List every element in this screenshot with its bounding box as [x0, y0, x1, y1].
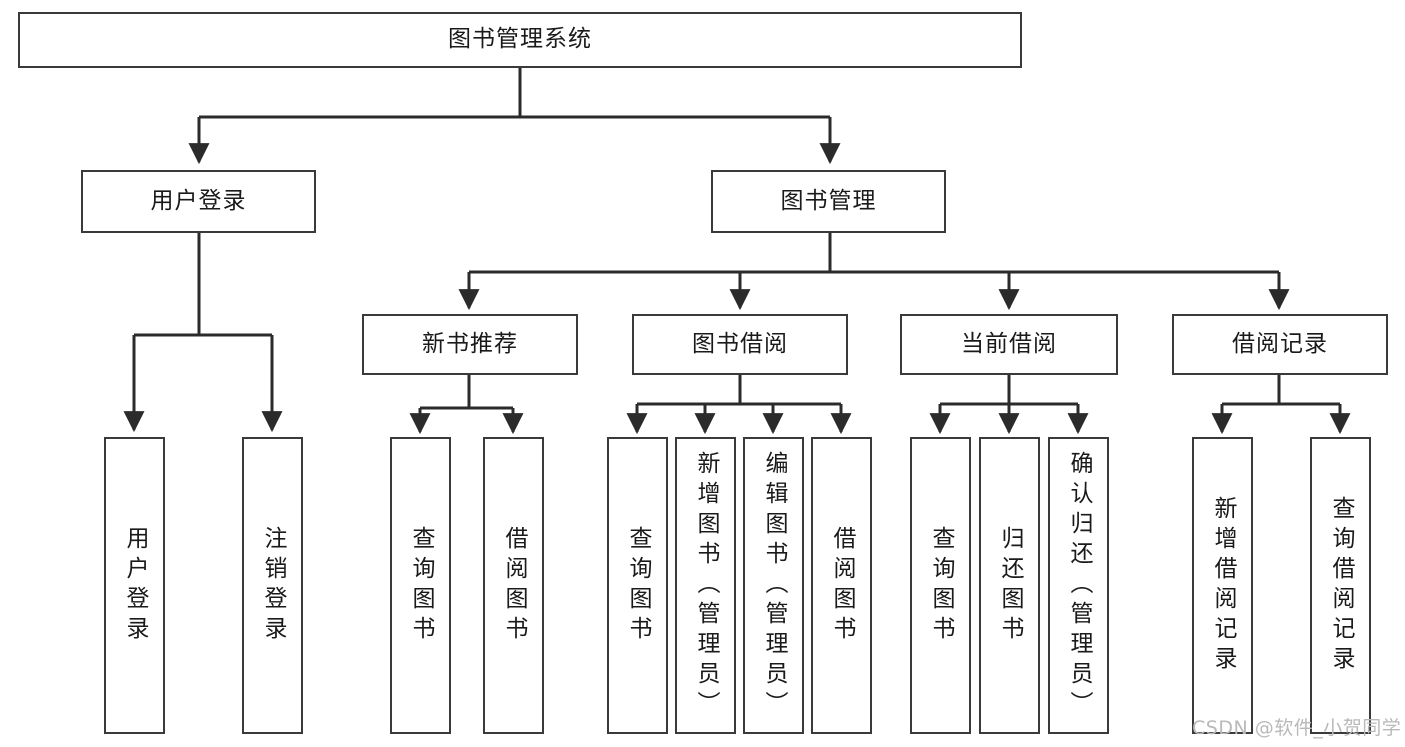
node-leaf-return-book[interactable]: 归还图书 [979, 437, 1040, 734]
node-current-borrow[interactable]: 当前借阅 [900, 314, 1118, 375]
node-leaf-borrow-book-2-label: 借阅图书 [829, 525, 855, 646]
node-leaf-add-record[interactable]: 新增借阅记录 [1192, 437, 1253, 734]
node-leaf-query-book-3[interactable]: 查询图书 [910, 437, 971, 734]
node-root[interactable]: 图书管理系统 [18, 12, 1022, 68]
node-leaf-user-login[interactable]: 用户登录 [104, 437, 165, 734]
node-leaf-query-record-label: 查询借阅记录 [1328, 495, 1354, 676]
node-leaf-query-book-1[interactable]: 查询图书 [390, 437, 451, 734]
node-current-borrow-label: 当前借阅 [961, 330, 1057, 357]
node-leaf-add-book-label: 新增图书（管理员） [693, 450, 719, 721]
node-new-book-recommend-label: 新书推荐 [422, 330, 518, 357]
node-leaf-borrow-book-1[interactable]: 借阅图书 [483, 437, 544, 734]
node-leaf-logout[interactable]: 注销登录 [242, 437, 303, 734]
node-book-borrow-label: 图书借阅 [692, 330, 788, 357]
node-leaf-borrow-book-1-label: 借阅图书 [501, 525, 527, 646]
node-new-book-recommend[interactable]: 新书推荐 [362, 314, 578, 375]
watermark: CSDN @软件_小贺同学 [1192, 713, 1401, 740]
node-leaf-confirm-return[interactable]: 确认归还（管理员） [1048, 437, 1109, 734]
node-leaf-confirm-return-label: 确认归还（管理员） [1066, 450, 1092, 721]
node-root-label: 图书管理系统 [448, 26, 592, 53]
node-user-login[interactable]: 用户登录 [81, 170, 316, 233]
node-leaf-return-book-label: 归还图书 [997, 525, 1023, 646]
node-leaf-add-book[interactable]: 新增图书（管理员） [675, 437, 736, 734]
node-leaf-query-book-2[interactable]: 查询图书 [607, 437, 668, 734]
node-leaf-query-book-3-label: 查询图书 [928, 525, 954, 646]
watermark-text: CSDN @软件_小贺同学 [1192, 717, 1402, 739]
node-leaf-logout-label: 注销登录 [260, 525, 286, 646]
node-book-borrow[interactable]: 图书借阅 [632, 314, 848, 375]
node-leaf-query-record[interactable]: 查询借阅记录 [1310, 437, 1371, 734]
node-borrow-record-label: 借阅记录 [1232, 330, 1328, 357]
node-borrow-record[interactable]: 借阅记录 [1172, 314, 1388, 375]
node-book-manage[interactable]: 图书管理 [711, 170, 946, 233]
node-leaf-user-login-label: 用户登录 [122, 525, 148, 646]
node-leaf-edit-book-label: 编辑图书（管理员） [761, 450, 787, 721]
node-leaf-query-book-2-label: 查询图书 [625, 525, 651, 646]
node-book-manage-label: 图书管理 [780, 187, 877, 214]
node-leaf-borrow-book-2[interactable]: 借阅图书 [811, 437, 872, 734]
node-leaf-add-record-label: 新增借阅记录 [1210, 495, 1236, 676]
node-leaf-query-book-1-label: 查询图书 [408, 525, 434, 646]
node-leaf-edit-book[interactable]: 编辑图书（管理员） [743, 437, 804, 734]
node-user-login-label: 用户登录 [150, 187, 247, 214]
